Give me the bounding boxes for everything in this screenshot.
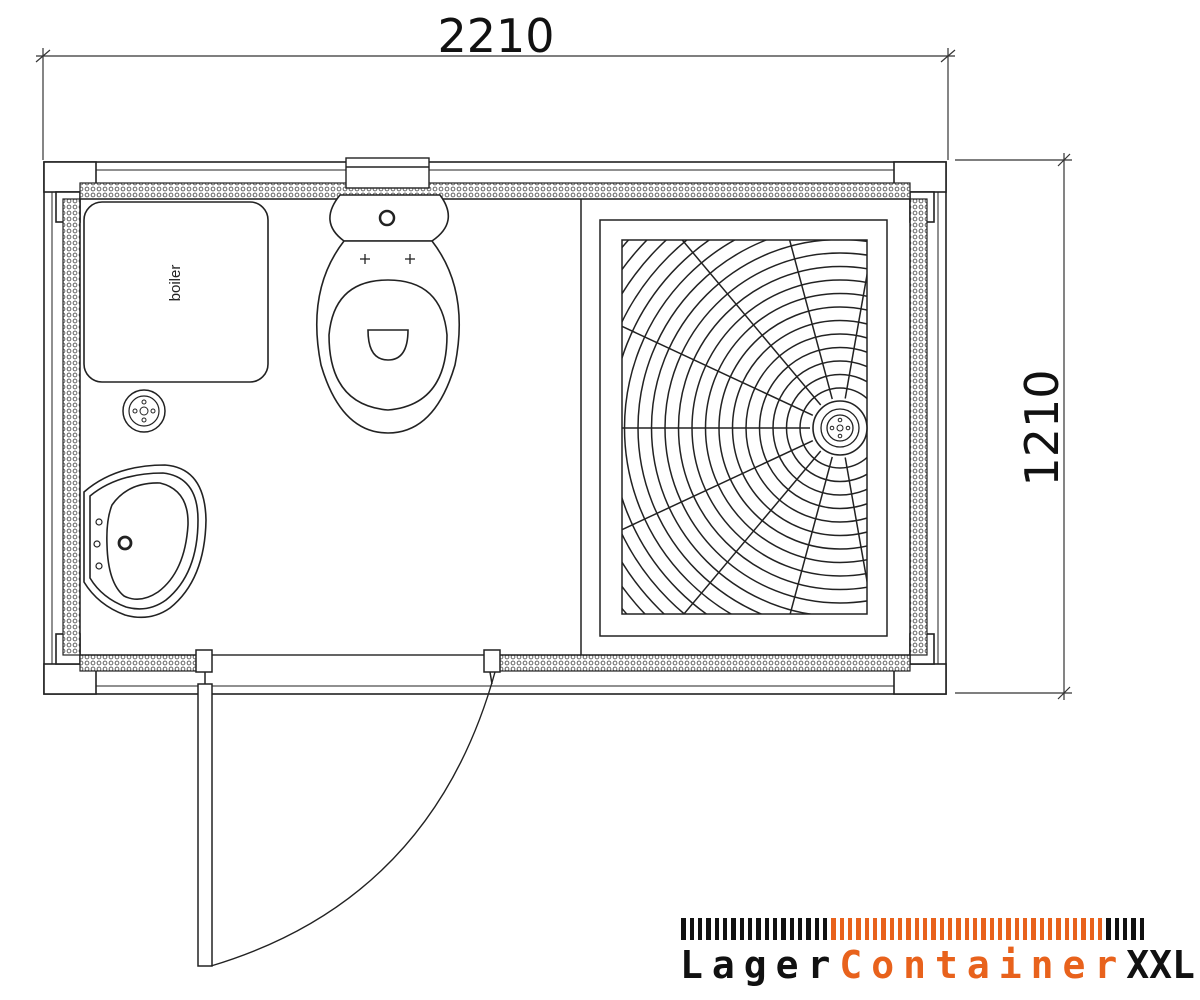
logo-bar [1023, 918, 1027, 940]
logo-bar [681, 918, 686, 940]
logo-bar [706, 918, 711, 940]
width-dimension-label: 2210 [437, 9, 554, 63]
logo-bar [773, 918, 777, 940]
logo-bar [948, 918, 952, 940]
logo-bar [1106, 918, 1111, 940]
logo-bar [1031, 918, 1036, 940]
logo-bar [931, 918, 936, 940]
logo-bar [781, 918, 786, 940]
logo-bar [1098, 918, 1102, 940]
logo-bar [715, 918, 719, 940]
logo-bar [998, 918, 1002, 940]
logo-xxl: XXL [1126, 943, 1195, 987]
logo-lager: Lager [680, 943, 839, 987]
logo-wordmark: LagerContainerXXL [680, 943, 1195, 987]
tray-rib [844, 270, 867, 399]
logo-bar [1056, 918, 1061, 940]
logo-bar [731, 918, 736, 940]
logo-bar [756, 918, 761, 940]
logo-bar [1081, 918, 1086, 940]
logo-bar [915, 918, 919, 940]
washbasin-icon [83, 464, 207, 619]
logo-bar [1048, 918, 1052, 940]
logo-bar [856, 918, 861, 940]
boiler [83, 201, 269, 383]
logo-bar [1115, 918, 1119, 940]
container-frame [43, 161, 947, 695]
shower-tray-pattern [622, 240, 867, 614]
logo-bar [765, 918, 769, 940]
logo-bar [815, 918, 819, 940]
insulated-walls [62, 182, 928, 672]
logo-bar [740, 918, 744, 940]
logo-bar [840, 918, 844, 940]
logo-bar [890, 918, 894, 940]
logo-bar [865, 918, 869, 940]
logo-bar [1065, 918, 1069, 940]
tray-rib [682, 450, 822, 614]
logo-bar [1140, 918, 1144, 940]
shower-drain-icon [812, 400, 868, 456]
tray-rib [681, 240, 822, 406]
logo-bar [1040, 918, 1044, 940]
logo-bar [990, 918, 994, 940]
logo-bar [940, 918, 944, 940]
logo-bar [790, 918, 794, 940]
logo-bar [1073, 918, 1077, 940]
logo-bar [973, 918, 977, 940]
logo-bar [748, 918, 752, 940]
logo-bar [798, 918, 802, 940]
logo-bar [981, 918, 986, 940]
tray-rib [622, 325, 814, 417]
logo-container: Container [839, 943, 1126, 987]
logo-bar [723, 918, 727, 940]
logo-barcode [681, 918, 1144, 940]
logo-bar [823, 918, 827, 940]
floor-drain-icon [122, 389, 166, 433]
tray-rib [789, 456, 833, 614]
logo-bar [898, 918, 902, 940]
toilet-icon [316, 194, 460, 434]
vent-icon [345, 157, 430, 189]
logo-bar [1131, 918, 1136, 940]
logo-bar [873, 918, 877, 940]
logo-bar [881, 918, 886, 940]
logo-bar [831, 918, 836, 940]
logo-bar [956, 918, 961, 940]
logo-bar [806, 918, 811, 940]
tray-rib [788, 240, 833, 400]
tray-rib [622, 439, 814, 531]
height-dimension [955, 153, 1072, 700]
logo-bar [906, 918, 911, 940]
door-icon [195, 649, 501, 967]
boiler-label: boiler [167, 265, 184, 302]
width-dimension [35, 48, 956, 160]
height-dimension-label: 1210 [1015, 369, 1069, 486]
logo-bar [965, 918, 969, 940]
logo-bar [1123, 918, 1127, 940]
logo-bar [1006, 918, 1011, 940]
tray-rib [844, 457, 867, 586]
logo-bar [848, 918, 852, 940]
logo-bar [690, 918, 694, 940]
logo-bar [923, 918, 927, 940]
logo-bar [1015, 918, 1019, 940]
logo-bar [1090, 918, 1094, 940]
logo-bar [698, 918, 702, 940]
